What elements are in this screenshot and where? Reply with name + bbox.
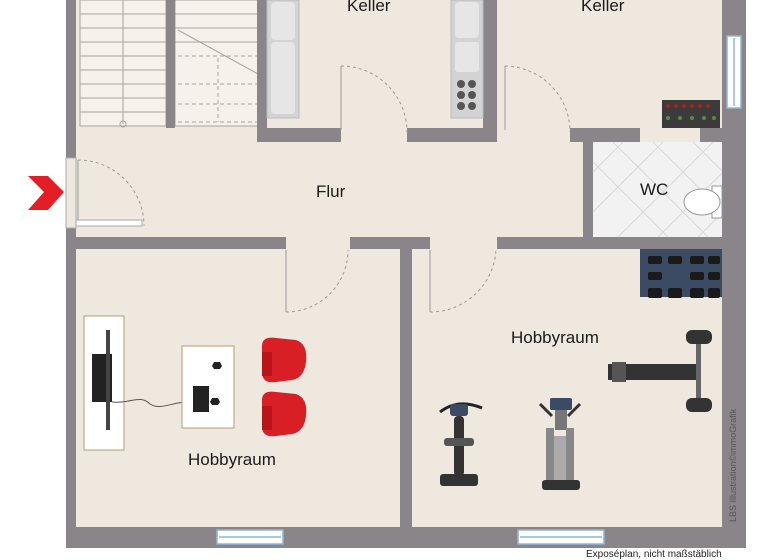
- console-icon: [181, 345, 235, 429]
- stairs-icon: [79, 0, 262, 128]
- shelf-icon: [266, 0, 300, 119]
- door-icon: [77, 65, 571, 313]
- washing-machine-icon: [450, 0, 484, 119]
- room-label-hobby-left: Hobbyraum: [188, 450, 276, 469]
- exercise-bike-icon: [439, 402, 483, 486]
- elliptical-trainer-icon: [538, 398, 582, 490]
- armchair-icon: [262, 391, 307, 437]
- tv-icon: [83, 315, 125, 451]
- window-icon: [216, 35, 742, 545]
- entrance-arrow-icon: [28, 176, 64, 210]
- room-label-flur: Flur: [316, 182, 346, 201]
- footer-note: Exposéplan, nicht maßstäblich: [586, 549, 722, 560]
- toilet-icon: [683, 185, 723, 219]
- bench-press-icon: [608, 330, 712, 412]
- cable: [111, 399, 193, 408]
- armchair-icon: [262, 337, 307, 383]
- room-label-keller-left: Keller: [347, 0, 391, 15]
- wine-rack-icon: [662, 100, 720, 128]
- credit-text: LBS Illustration©immoGrafik: [728, 408, 738, 522]
- room-label-hobby-right: Hobbyraum: [511, 328, 599, 347]
- room-label-wc: WC: [640, 180, 669, 199]
- room-label-keller-right: Keller: [581, 0, 625, 15]
- entrance-door: [65, 157, 77, 229]
- dumbbell-rack-icon: [640, 249, 722, 298]
